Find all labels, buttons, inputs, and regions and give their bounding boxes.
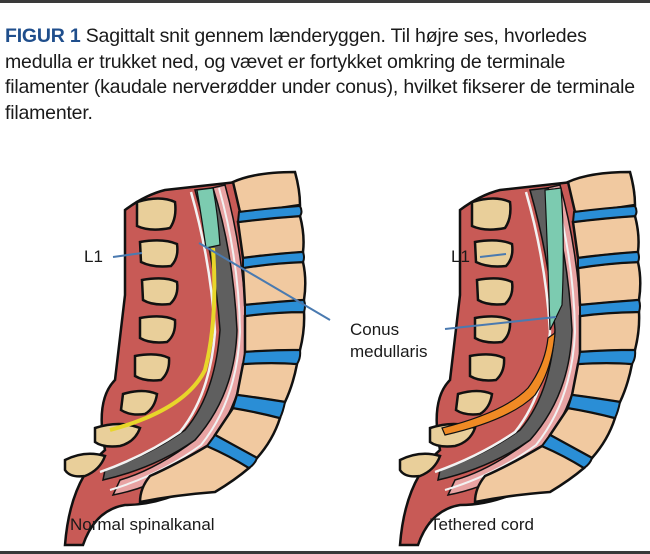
panel-title-tethered: Tethered cord: [430, 515, 534, 534]
conus-label-line2: medullaris: [350, 342, 428, 361]
tethered-filum: [441, 331, 556, 436]
normal-filum: [109, 247, 217, 432]
l1-label-tethered: L1: [451, 247, 470, 266]
figure-caption: FIGUR 1 Sagittalt snit gennem lænderygge…: [5, 24, 645, 126]
l1-pointer-left: [112, 252, 143, 258]
conus-pointer-right: [444, 316, 557, 330]
normal-conus: [196, 187, 221, 249]
figure-label: FIGUR 1: [5, 25, 81, 47]
l1-pointer-right: [479, 253, 507, 258]
tethered-spine-diagram: [398, 170, 642, 547]
normal-spine-diagram: [63, 170, 307, 547]
conus-label-line1: Conus: [350, 320, 400, 339]
top-rule: [0, 0, 650, 3]
panel-title-normal: Normal spinalkanal: [70, 515, 215, 534]
l1-label-normal: L1: [84, 247, 103, 266]
conus-pointer-left: [198, 242, 331, 321]
figure-caption-text: Sagittalt snit gennem lænderyggen. Til h…: [5, 25, 635, 124]
bottom-rule: [0, 551, 650, 554]
